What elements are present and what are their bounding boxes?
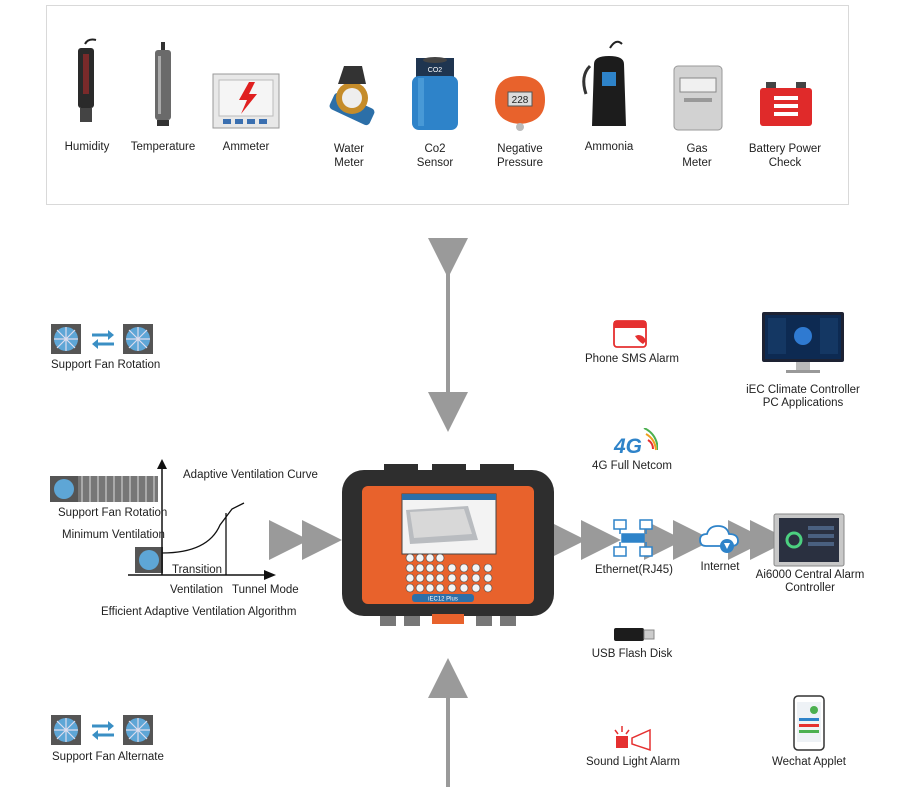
- 4g-icon: 4G: [613, 428, 658, 458]
- sensor-negative-pressure: 228 Negative Pressure: [475, 36, 565, 186]
- sensor-label: Temperature: [130, 141, 196, 153]
- sensor-water-meter: Water Meter: [304, 36, 394, 186]
- cloud-internet-icon: [699, 525, 739, 553]
- support-fan-rotation-label: Support Fan Rotation: [58, 507, 168, 519]
- water-meter-icon: [329, 66, 375, 126]
- fan-stack-icon: [50, 476, 158, 502]
- sensor-panel: Humidity Temperature Ammeter: [46, 5, 849, 205]
- pc-monitor-icon: [762, 312, 844, 373]
- sensor-label: Water Meter: [333, 143, 365, 169]
- ammeter-icon: [212, 73, 280, 129]
- algorithm-label: Efficient Adaptive Ventilation Algorithm: [101, 606, 297, 618]
- fan-icon: [51, 715, 81, 745]
- fan-rotation-graphic: [51, 324, 153, 354]
- 4g-logo-text: 4G: [613, 435, 642, 458]
- swap-arrows-icon: [92, 330, 114, 349]
- fan-icon: [123, 324, 153, 354]
- sensor-ammonia: Ammonia: [564, 36, 654, 186]
- fan-icon: [123, 715, 153, 745]
- battery-icon: [760, 82, 812, 126]
- fourg-label: 4G Full Netcom: [592, 460, 672, 472]
- fan-rotation-label: Support Fan Rotation: [51, 359, 161, 371]
- wechat-label: Wechat Applet: [772, 756, 846, 768]
- fan-alternate-graphic: [51, 715, 153, 745]
- pressure-sensor-icon: 228: [495, 76, 545, 131]
- swap-arrows-icon: [92, 721, 114, 740]
- gas-meter-icon: [673, 65, 723, 131]
- pressure-reading: 228: [512, 95, 529, 106]
- usb-label: USB Flash Disk: [591, 648, 673, 660]
- co2-sensor-icon: CO2: [412, 57, 458, 130]
- sensor-gas-meter: Gas Meter: [652, 36, 742, 186]
- sensor-label: Humidity: [64, 141, 110, 153]
- transition-label: Transition: [172, 564, 223, 576]
- pc-app-label-line1: iEC Climate Controller: [746, 384, 860, 396]
- minimum-ventilation-label: Minimum Ventilation: [62, 529, 165, 541]
- ai6000-label-line1: Ai6000 Central Alarm: [755, 569, 865, 581]
- sensor-label: Negative Pressure: [496, 143, 544, 169]
- svg-text:CO2: CO2: [428, 67, 443, 74]
- climate-controller-device: iEC12 Plus: [342, 464, 554, 626]
- sensor-label: Ammeter: [222, 141, 270, 153]
- sensor-humidity: Humidity: [42, 36, 132, 186]
- sound-light-label: Sound Light Alarm: [586, 756, 680, 768]
- sound-light-alarm-icon: [614, 726, 651, 752]
- sensor-ammeter: Ammeter: [201, 36, 291, 186]
- phone-sms-label: Phone SMS Alarm: [585, 353, 679, 365]
- humidity-probe-icon: [78, 38, 97, 122]
- pc-app-label-line2: PC Applications: [762, 397, 844, 409]
- ventilation-label: Ventilation: [170, 584, 224, 596]
- fan-alternate-label: Support Fan Alternate: [52, 751, 164, 763]
- sensor-label: Gas Meter: [682, 143, 712, 169]
- phone-sms-icon: [613, 320, 647, 348]
- sensor-label: Co2 Sensor: [416, 143, 454, 169]
- fan-icon: [51, 324, 81, 354]
- sensor-label: Ammonia: [584, 141, 634, 153]
- wechat-phone-icon: [793, 695, 825, 751]
- ai6000-controller-icon: [773, 513, 845, 567]
- controller-badge: iEC12 Plus: [428, 597, 458, 603]
- temperature-probe-icon: [155, 42, 171, 126]
- ammonia-sensor-icon: [582, 40, 626, 126]
- internet-label: Internet: [700, 561, 740, 573]
- ethernet-label: Ethernet(RJ45): [595, 564, 673, 576]
- adaptive-curve-label: Adaptive Ventilation Curve: [183, 469, 318, 481]
- sensor-temperature: Temperature: [118, 36, 208, 186]
- sensor-label: Battery Power Check: [748, 143, 822, 169]
- ventilation-curve-diagram: [50, 459, 276, 580]
- fan-icon: [135, 547, 163, 573]
- ai6000-label-line2: Controller: [785, 582, 835, 594]
- sensor-battery: Battery Power Check: [740, 36, 830, 186]
- ethernet-network-icon: [613, 519, 653, 557]
- usb-flash-disk-icon: [614, 628, 655, 641]
- sensor-co2: CO2 Co2 Sensor: [390, 36, 480, 186]
- tunnel-mode-label: Tunnel Mode: [232, 584, 299, 596]
